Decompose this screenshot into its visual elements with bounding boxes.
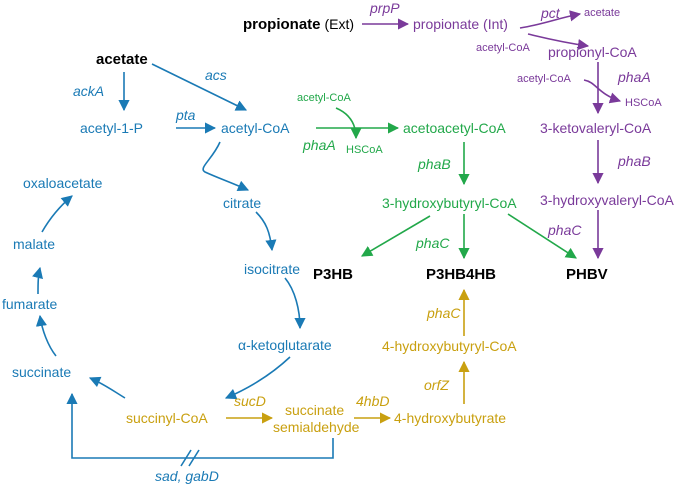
enzyme-phaB-purple: phaB: [617, 153, 651, 169]
arrow-to-phbv-green: [507, 213, 577, 259]
enzyme-pta: pta: [175, 107, 196, 123]
arrow-succinylcoa-to-succinate: [88, 376, 126, 399]
enzyme-acs: acs: [205, 67, 227, 83]
enzyme-4hbD: 4hbD: [356, 393, 389, 409]
node-acetyl-coa-green: acetyl-CoA: [297, 92, 351, 104]
product-p3hb: P3HB: [313, 266, 353, 283]
arrow-sad-gabD-loop: [66, 392, 334, 459]
node-citrate: citrate: [223, 195, 261, 211]
arrow-isocitrate-to-akg: [284, 277, 306, 330]
node-propionyl-coa: propionyl-CoA: [548, 44, 637, 60]
arrow-succinate-to-fumarate: [35, 314, 57, 357]
enzyme-ackA: ackA: [73, 83, 104, 99]
enzyme-pct: pct: [540, 5, 561, 21]
arrow-akg-to-succinylcoa: [224, 356, 291, 400]
arrow-acs: [151, 63, 248, 111]
break-mark-1: [180, 449, 192, 467]
arrow-acetylcoa-to-citrate: [202, 141, 250, 192]
node-oxaloacetate: oxaloacetate: [23, 175, 103, 191]
enzyme-sucD: sucD: [234, 393, 266, 409]
node-hscoa-purple: HSCoA: [625, 97, 662, 109]
enzyme-orfZ: orfZ: [424, 377, 449, 393]
arrow-malate-to-oxaloacetate: [41, 195, 73, 233]
arrow-pct-acetylcoa: [527, 33, 590, 51]
enzyme-phaA-green: phaA: [302, 137, 336, 153]
product-phbv: PHBV: [566, 266, 608, 283]
node-3-ketovaleryl-coa: 3-ketovaleryl-CoA: [540, 120, 652, 136]
node-hscoa-green: HSCoA: [346, 144, 383, 156]
node-isocitrate: isocitrate: [244, 261, 300, 277]
node-alpha-ketoglutarate: α-ketoglutarate: [238, 337, 332, 353]
node-succinate: succinate: [12, 364, 71, 380]
arrow-phaA-green-side: [335, 107, 362, 140]
enzyme-phaB-green: phaB: [417, 156, 451, 172]
arrow-phaA-purple-side: [583, 79, 622, 104]
node-propionate-ext: propionate(Ext): [243, 16, 354, 33]
node-4-hydroxybutyrate: 4-hydroxybutyrate: [394, 410, 506, 426]
node-acetyl-1-p: acetyl-1-P: [80, 120, 143, 136]
node-succinate-semialdehyde-2: semialdehyde: [273, 419, 360, 435]
product-p3hb4hb: P3HB4HB: [426, 266, 496, 283]
arrow-pct-acetate: [519, 10, 582, 29]
node-succinate-semialdehyde-1: succinate: [285, 402, 344, 418]
node-3-hydroxyvaleryl-coa: 3-hydroxyvaleryl-CoA: [540, 192, 674, 208]
node-acetyl-coa: acetyl-CoA: [221, 120, 290, 136]
arrow-citrate-to-isocitrate: [255, 211, 277, 252]
enzyme-sad-gabD: sad, gabD: [155, 468, 219, 484]
node-malate: malate: [13, 236, 55, 252]
node-acetyl-coa-phaA-purple: acetyl-CoA: [517, 73, 571, 85]
enzyme-phaA-purple: phaA: [617, 69, 651, 85]
node-fumarate: fumarate: [2, 296, 57, 312]
enzyme-phaC-purple: phaC: [547, 222, 582, 238]
node-3-hydroxybutyryl-coa: 3-hydroxybutyryl-CoA: [382, 195, 517, 211]
node-acetoacetyl-coa: acetoacetyl-CoA: [403, 120, 506, 136]
node-acetate-pct: acetate: [584, 7, 620, 19]
node-acetyl-coa-pct: acetyl-CoA: [476, 42, 530, 54]
break-mark-2: [188, 449, 200, 467]
arrow-to-p3hb: [361, 215, 431, 257]
enzyme-prpP: prpP: [369, 0, 400, 16]
enzyme-phaC-gold: phaC: [426, 305, 461, 321]
node-propionate-int: propionate (Int): [413, 16, 508, 32]
enzyme-phaC-green: phaC: [415, 235, 450, 251]
node-acetate: acetate: [96, 51, 148, 68]
arrow-fumarate-to-malate: [32, 266, 43, 295]
node-succinyl-coa: succinyl-CoA: [126, 410, 208, 426]
node-4-hydroxybutyryl-coa: 4-hydroxybutyryl-CoA: [382, 338, 517, 354]
